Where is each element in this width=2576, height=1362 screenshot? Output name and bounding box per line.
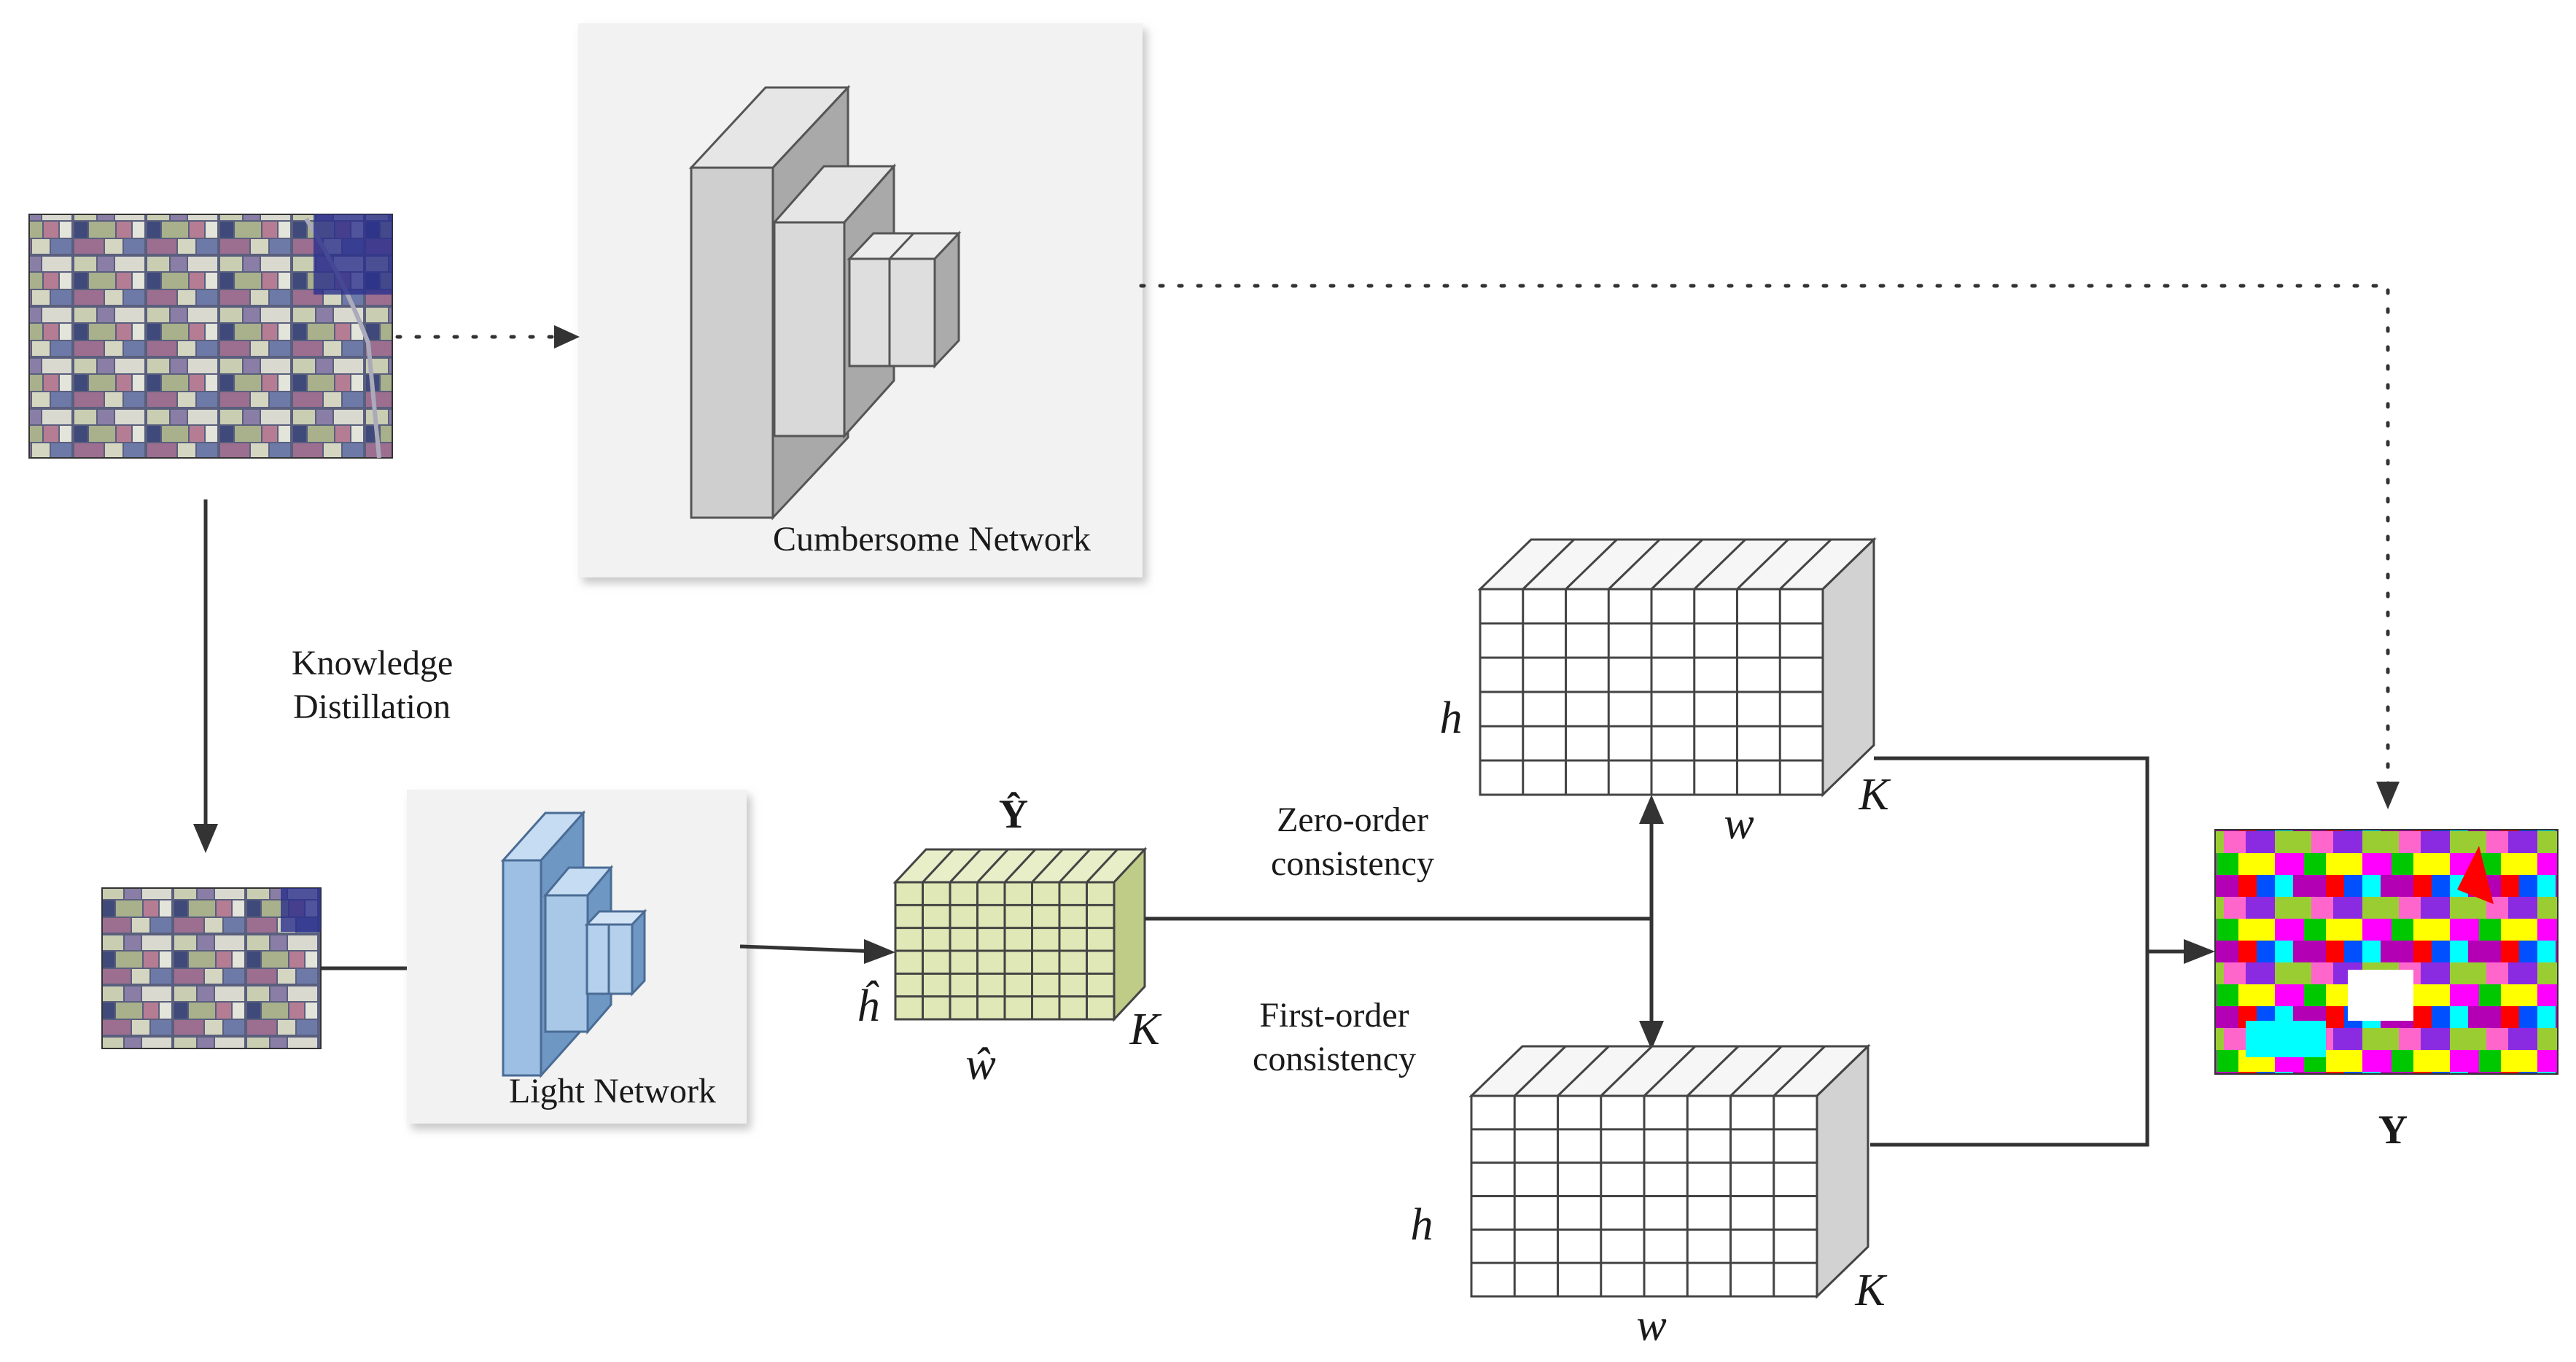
prediction-k-label: K: [1129, 1005, 1162, 1054]
first-order-label-line2: consistency: [1253, 1040, 1416, 1078]
zero-order-label-line2: consistency: [1271, 844, 1434, 883]
zero-order-w-label: w: [1724, 799, 1754, 849]
first-order-h-label: h: [1411, 1200, 1433, 1250]
cumbersome-network-icon: [688, 85, 962, 521]
light-network-label: Light Network: [509, 1072, 716, 1110]
first-order-tensor: [1468, 1043, 1871, 1299]
first-order-k-label: K: [1854, 1266, 1888, 1315]
zero-order-tensor: [1477, 537, 1877, 798]
prediction-y-hat-label: Ŷ: [999, 791, 1028, 837]
prediction-w-hat-label: ŵ: [965, 1040, 995, 1089]
teacher-to-output-arrow: [1139, 284, 2390, 793]
light-network-icon: [500, 810, 647, 1078]
zero-order-k-label: K: [1858, 770, 1891, 820]
output-y-label: Y: [2378, 1108, 2408, 1153]
cumbersome-network-label: Cumbersome Network: [773, 520, 1091, 559]
prediction-h-hat-label: ĥ: [857, 981, 880, 1031]
prediction-tensor: [892, 847, 1148, 1022]
zero-order-label-line1: Zero-order: [1277, 801, 1428, 839]
zero-order-h-label: h: [1440, 693, 1463, 743]
zero-order-to-output-line: [1870, 756, 2149, 1147]
first-order-w-label: w: [1636, 1301, 1666, 1350]
first-order-label-line1: First-order: [1259, 996, 1409, 1035]
knowledge-distillation-label-line2: Distillation: [293, 688, 451, 726]
knowledge-distillation-label-line1: Knowledge: [292, 644, 453, 682]
student-to-prediction-arrow: [739, 944, 879, 954]
